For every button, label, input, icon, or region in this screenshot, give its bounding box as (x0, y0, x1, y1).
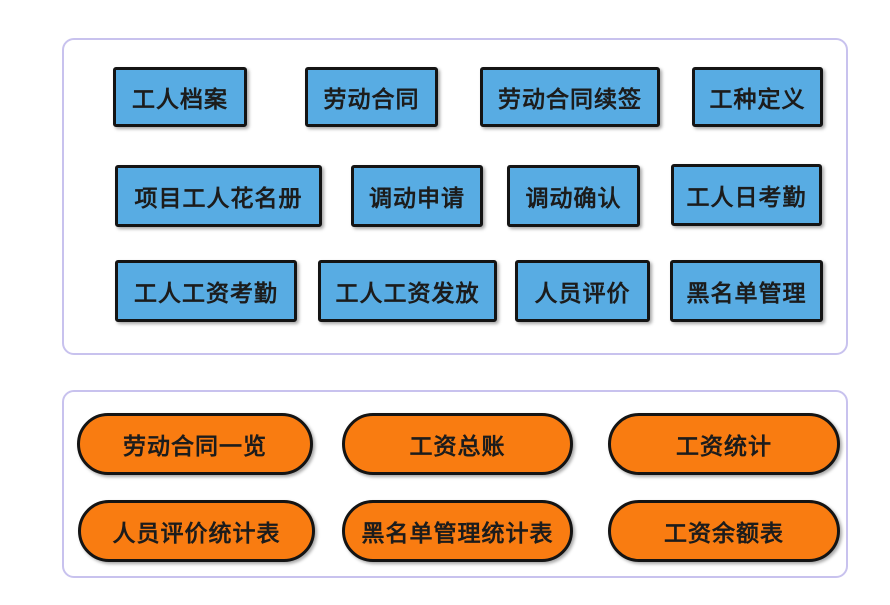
node-worker-wage-payment[interactable]: 工人工资发放 (318, 260, 497, 322)
node-work-type-definition[interactable]: 工种定义 (692, 67, 823, 127)
node-worker-archives[interactable]: 工人档案 (113, 67, 247, 127)
node-worker-daily-attendance[interactable]: 工人日考勤 (671, 164, 822, 226)
node-blacklist-management[interactable]: 黑名单管理 (670, 260, 823, 322)
node-transfer-application[interactable]: 调动申请 (351, 165, 483, 227)
node-blacklist-management-report[interactable]: 黑名单管理统计表 (342, 500, 573, 562)
node-wage-balance-report[interactable]: 工资余额表 (608, 500, 840, 562)
node-personnel-evaluation-report[interactable]: 人员评价统计表 (78, 500, 315, 562)
node-labor-contract[interactable]: 劳动合同 (305, 67, 438, 127)
node-worker-wage-attendance[interactable]: 工人工资考勤 (115, 260, 297, 322)
node-wage-general-ledger[interactable]: 工资总账 (342, 413, 573, 475)
node-labor-contract-renewal[interactable]: 劳动合同续签 (480, 67, 660, 127)
node-personnel-evaluation[interactable]: 人员评价 (515, 260, 650, 322)
node-project-worker-roster[interactable]: 项目工人花名册 (115, 165, 322, 227)
node-wage-statistics[interactable]: 工资统计 (608, 413, 840, 475)
node-labor-contract-overview[interactable]: 劳动合同一览 (77, 413, 313, 475)
node-transfer-confirmation[interactable]: 调动确认 (507, 165, 640, 227)
